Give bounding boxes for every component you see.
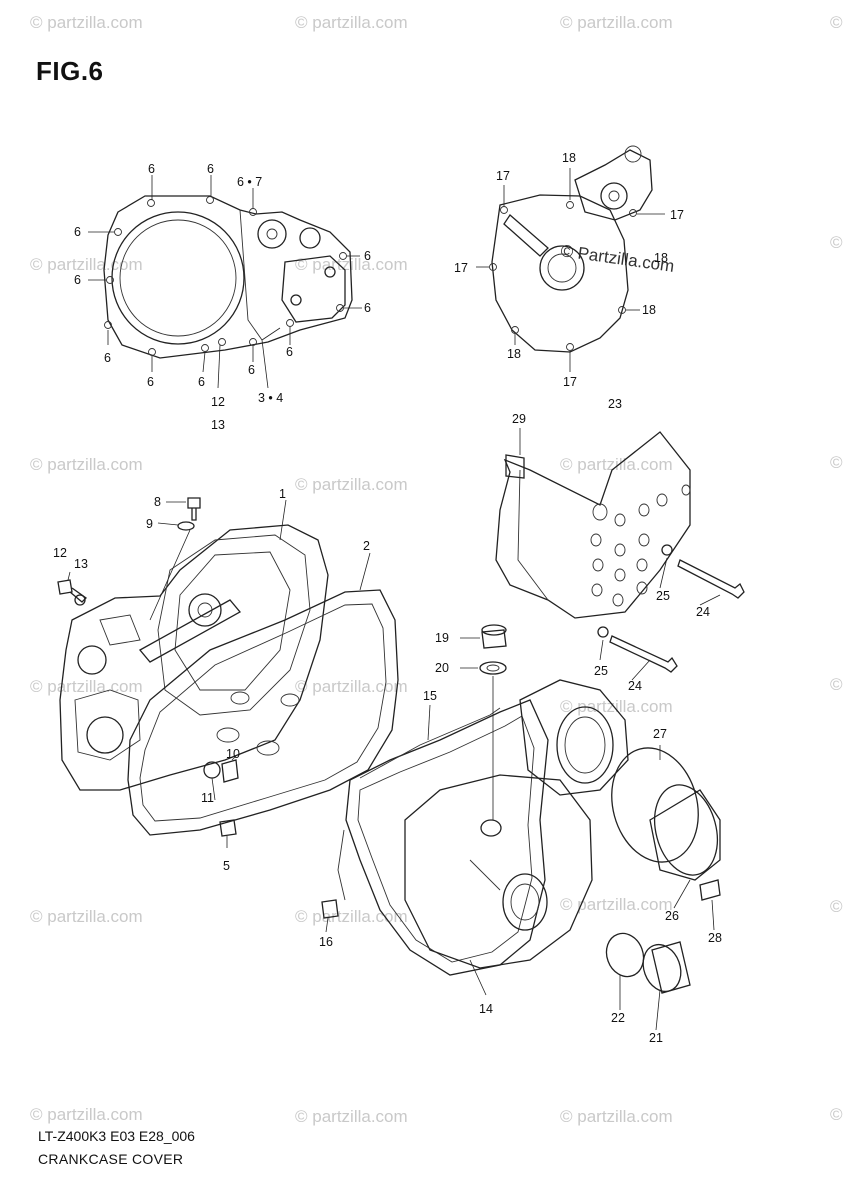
watermark: © partzilla.com [830,233,845,252]
watermark: © partzilla.com [560,13,673,32]
watermark: © partzilla.com [830,897,845,916]
watermark: © partzilla.com [830,13,845,32]
callout-label: 6 [286,345,293,359]
callout-label: 6 [364,249,371,263]
figure-caption: CRANKCASE COVER [38,1151,184,1167]
watermark: © partzilla.com [560,455,673,474]
callout-label: 25 [594,664,608,678]
callout-label: 23 [608,397,622,411]
callout-label: 17 [454,261,468,275]
callout-label: 27 [653,727,667,741]
callout-label: 1 [279,487,286,501]
watermark: © partzilla.com [295,677,408,696]
callout-label: 13 [211,418,225,432]
callout-label: 18 [654,251,668,265]
watermark: © partzilla.com [30,13,143,32]
callout-label: 17 [563,375,577,389]
callout-label: 21 [649,1031,663,1045]
watermark: © partzilla.com [295,13,408,32]
callout-label: 6 [74,225,81,239]
callout-label: 15 [423,689,437,703]
watermark: © partzilla.com [830,675,845,694]
callout-label: 11 [201,791,214,805]
callout-label: 28 [708,931,722,945]
callout-label: 6 [104,351,111,365]
clutch-cover-inner-view [88,175,362,389]
watermark: © partzilla.com [560,895,673,914]
watermark: © partzilla.com [30,677,143,696]
watermark: © partzilla.com [830,1105,845,1124]
callout-label: 6 [364,301,371,315]
watermark: © partzilla.com [30,1105,143,1124]
clutch-cover-assembly-part [57,497,399,848]
watermark: © partzilla.com [30,255,143,274]
callout-label: 18 [642,303,656,317]
callout-label: 9 [146,517,153,531]
callout-label: 8 [154,495,161,509]
callout-label: 6 [147,375,154,389]
callout-label: 10 [226,747,240,761]
watermark: © partzilla.com [830,453,845,472]
watermark: © partzilla.com [295,907,408,926]
callout-label: 12 [211,395,225,409]
callout-label: 22 [611,1011,625,1025]
callout-label: 2 [363,539,370,553]
callout-label: 18 [562,151,576,165]
callout-label: 29 [512,412,526,426]
callout-label: 17 [496,169,510,183]
watermark: © partzilla.com [295,255,408,274]
callout-label: 14 [479,1002,493,1016]
watermark: © partzilla.com [295,1107,408,1126]
callout-label: 24 [696,605,710,619]
magneto-cover-outer-view [476,145,665,372]
watermark: © partzilla.com [30,455,143,474]
watermark: © partzilla.com [560,1107,673,1126]
callout-label: 13 [74,557,88,571]
callout-label: 24 [628,679,642,693]
callout-label: 6 • 7 [237,175,262,189]
callout-label: 6 [148,162,155,176]
callout-label: 6 [207,162,214,176]
callout-label: 20 [435,661,449,675]
callout-labels: 6 6 6 • 7 6 6 6 6 6 6 6 6 6 12 13 3 • 4 … [53,151,722,1045]
callout-label: 16 [319,935,333,949]
callout-label: 6 [198,375,205,389]
callout-label: 25 [656,589,670,603]
magneto-cover-part [321,624,721,1031]
model-code: LT-Z400K3 E03 E28_006 [38,1128,195,1144]
watermark: © partzilla.com [295,475,408,494]
callout-label: 17 [670,208,684,222]
callout-label: 6 [248,363,255,377]
callout-label: 18 [507,347,521,361]
watermark: © partzilla.com [560,697,673,716]
figure-title: FIG.6 [36,56,104,86]
callout-label: 12 [53,546,67,560]
callout-label: 5 [223,859,230,873]
callout-label: 19 [435,631,449,645]
guard-plate-part [495,428,745,681]
callout-label: 26 [665,909,679,923]
watermark: © partzilla.com [30,907,143,926]
callout-label: 3 • 4 [258,391,283,405]
callout-label: 6 [74,273,81,287]
